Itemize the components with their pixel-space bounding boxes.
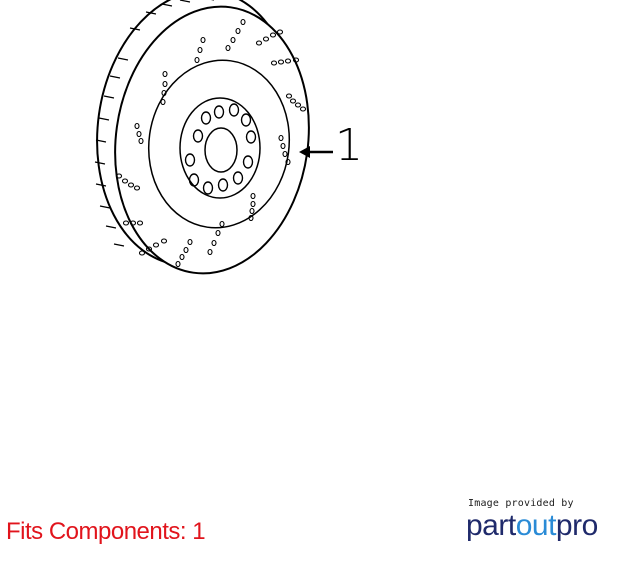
rotor-hat-ring (147, 59, 291, 229)
brand-suffix: pro (555, 509, 598, 542)
brand-prefix: part (466, 509, 516, 542)
brand-mid: out (515, 509, 557, 542)
drilled-holes (115, 18, 307, 268)
partoutpro-logo: partoutpro (466, 511, 616, 541)
callout-arrow (299, 146, 333, 158)
rotor-center-bore (204, 127, 238, 173)
credit-text: Image provided by (468, 498, 574, 509)
callout-number: 1 (335, 120, 363, 171)
lug-holes (184, 103, 257, 195)
image-credit: Image provided by partoutpro (466, 498, 616, 541)
rotor-hub-flange (179, 97, 261, 199)
rotor-vent-slots (94, 0, 214, 247)
fits-components-label: Fits Components: 1 (6, 518, 206, 545)
